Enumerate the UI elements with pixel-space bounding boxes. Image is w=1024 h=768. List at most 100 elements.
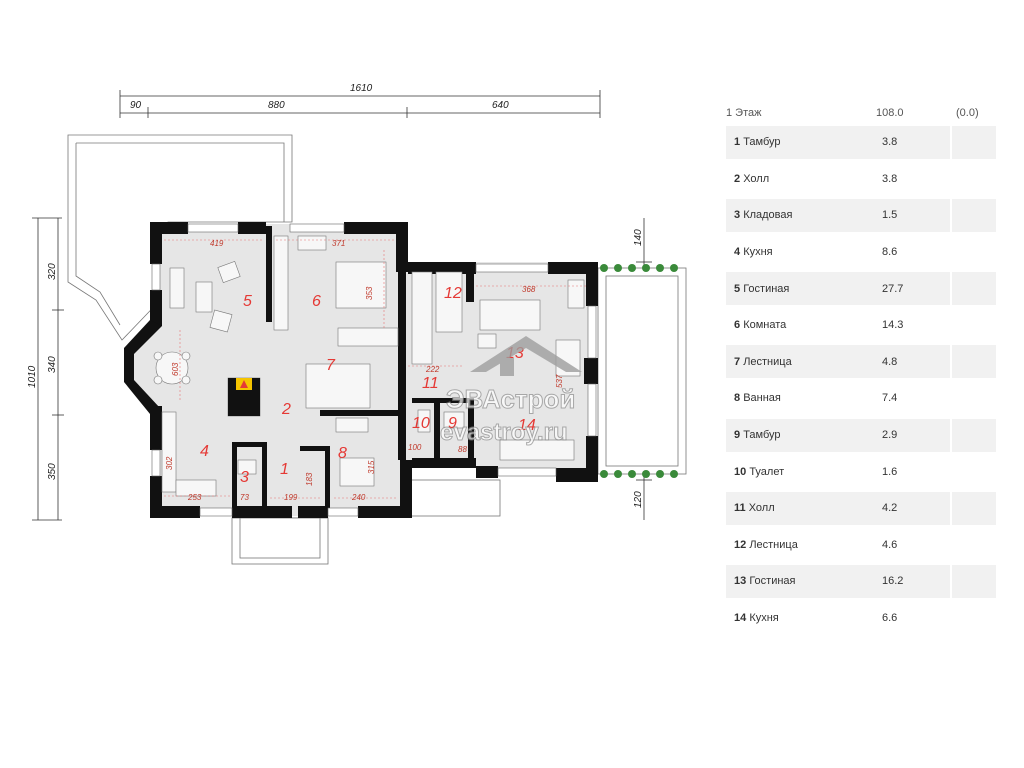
room-number: 7: [734, 355, 741, 368]
dim-right-3: 120: [633, 491, 644, 508]
room-extra-cell: [952, 236, 996, 269]
room-number: 13: [734, 575, 747, 588]
room-name: Кухня: [749, 612, 779, 625]
room-name-cell: 11 Холл: [726, 491, 876, 525]
room-number: 8: [734, 392, 741, 405]
room-number: 10: [734, 465, 747, 478]
dim-h-2: 340: [47, 356, 58, 373]
room-extra-cell: [952, 564, 996, 598]
dim-inner-2: 371: [332, 239, 345, 248]
room-number: 6: [734, 319, 741, 332]
room-area: 4.2: [876, 491, 950, 525]
dim-right-1: 140: [633, 229, 644, 246]
room-name: Лестница: [749, 538, 798, 551]
room-extra-cell: [952, 418, 996, 452]
table-row: 2 Холл 3.8: [726, 161, 1004, 198]
dim-inner-10: 199: [284, 493, 298, 502]
room-name: Холл: [743, 172, 770, 185]
room-extra-cell: [952, 272, 996, 306]
room-name: Туалет: [749, 465, 785, 478]
room-number: 12: [734, 538, 747, 551]
watermark-line-1: ЭВАстрой: [446, 384, 575, 414]
room-name-cell: 3 Кладовая: [726, 198, 876, 232]
room-area: 8.6: [882, 246, 898, 259]
room-name-cell: 4 Кухня: [726, 246, 876, 258]
room-name-cell: 13 Гостиная: [726, 564, 876, 598]
room-extra-cell: [952, 125, 996, 159]
floor-label: 1 Этаж: [726, 107, 762, 119]
room-number: 9: [734, 429, 741, 442]
dim-seg-2: 880: [268, 100, 285, 111]
inner-dimension-labels: 419 371 353 368 603 222 302 253 73 199 1…: [165, 239, 564, 502]
dim-inner-12: 240: [351, 493, 366, 502]
table-row: 12 Лестница 4.6: [726, 527, 1004, 564]
dim-seg-3: 640: [492, 100, 509, 111]
table-row: 9 Тамбур 2.9: [726, 417, 1004, 454]
fireplace-icon: [228, 378, 260, 416]
room-name-cell: 8 Ванная: [726, 392, 876, 404]
room-area: 6.6: [882, 612, 898, 625]
room-number: 14: [734, 612, 747, 625]
room-area: 27.7: [876, 272, 950, 306]
room-area: 2.9: [876, 418, 950, 452]
room-number: 4: [734, 246, 741, 259]
dim-h-3: 350: [47, 463, 58, 480]
room-number: 3: [734, 209, 741, 222]
dim-total-width: 1610: [350, 83, 373, 94]
room-label-11: 11: [422, 375, 439, 392]
room-extra-cell: [952, 602, 996, 635]
room-label-10: 10: [412, 415, 430, 432]
room-number: 11: [734, 502, 746, 515]
extra-area: (0.0): [956, 107, 979, 119]
table-row: 5 Гостиная 27.7: [726, 270, 1004, 307]
room-name: Тамбур: [743, 136, 781, 149]
room-name: Кладовая: [743, 209, 793, 222]
room-extra-cell: [952, 162, 996, 195]
room-label-14: 14: [518, 417, 536, 434]
room-area: 16.2: [876, 564, 950, 598]
room-extra-cell: [952, 345, 996, 379]
dim-inner-9: 73: [240, 493, 249, 502]
room-label-2: 2: [281, 401, 291, 418]
room-name-cell: 12 Лестница: [726, 539, 876, 551]
room-name: Гостиная: [743, 282, 790, 295]
room-area: 1.6: [882, 465, 898, 478]
room-area: 4.6: [882, 538, 898, 551]
walls: [124, 222, 598, 518]
watermark-logo: ЭВАстрой evastroy.ru: [440, 336, 582, 447]
room-extra-cell: [952, 491, 996, 525]
windows: [151, 223, 597, 517]
room-number: 5: [734, 282, 741, 295]
room-extra-cell: [952, 528, 996, 561]
table-row: 4 Кухня 8.6: [726, 234, 1004, 271]
dim-inner-7: 302: [165, 456, 174, 470]
dim-seg-1: 90: [130, 100, 142, 111]
room-label-9: 9: [448, 415, 457, 432]
room-label-5: 5: [243, 293, 252, 310]
room-label-8: 8: [338, 445, 347, 462]
room-area: 1.5: [876, 198, 950, 232]
room-extra-cell: [952, 309, 996, 342]
dim-inner-14: 100: [408, 443, 422, 452]
total-area: 108.0: [876, 107, 904, 119]
room-name: Тамбур: [743, 429, 781, 442]
room-name: Гостиная: [749, 575, 796, 588]
room-name: Холл: [748, 502, 775, 515]
room-name-cell: 2 Холл: [726, 173, 876, 185]
room-extra-cell: [952, 382, 996, 415]
room-extra-cell: [952, 198, 996, 232]
dim-h-1: 320: [47, 263, 58, 280]
room-name-cell: 10 Туалет: [726, 466, 876, 478]
room-name: Кухня: [743, 246, 773, 259]
dim-inner-1: 419: [210, 239, 224, 248]
room-name: Лестница: [743, 355, 792, 368]
shrubs: [600, 264, 678, 478]
room-name-cell: 7 Лестница: [726, 345, 876, 379]
room-area: 3.8: [882, 172, 898, 185]
room-label-4: 4: [200, 443, 209, 460]
room-label-6: 6: [312, 293, 321, 310]
